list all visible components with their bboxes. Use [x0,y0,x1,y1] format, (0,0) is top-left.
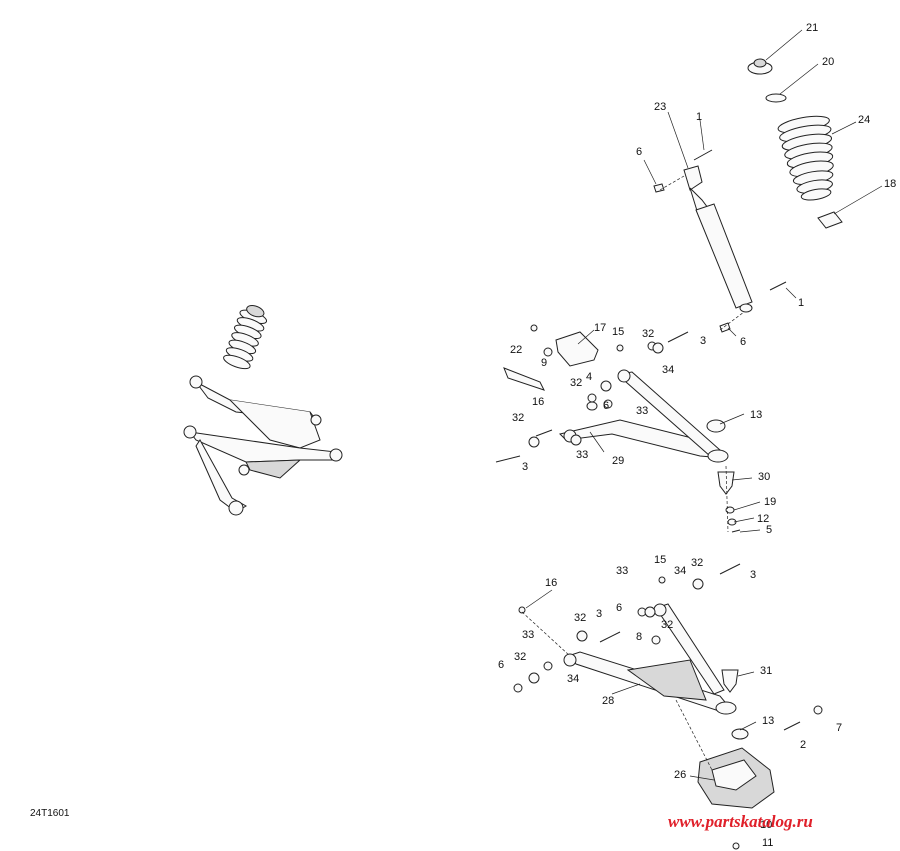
spring-and-shock-parts [653,58,843,333]
callout-32-lower-b: 32 [574,612,586,624]
callout-1-top: 1 [696,111,702,123]
callout-28: 28 [602,695,614,707]
callout-20: 20 [822,56,834,68]
callout-5: 5 [766,524,772,536]
callout-3-lower-b: 3 [596,608,602,620]
callout-15-lower: 15 [654,554,666,566]
callout-10: 10 [760,819,772,831]
callout-3-upper-a: 3 [700,335,706,347]
watermark: www.partskatalog.ru [668,812,813,831]
callout-34-upper: 34 [662,364,674,376]
callout-leaders [525,29,883,781]
callout-32-lower-c: 32 [661,619,673,631]
callout-2: 2 [800,739,806,751]
callout-31: 31 [760,665,772,677]
callout-22: 22 [510,344,522,356]
assembled-suspension-illustration [183,305,343,516]
diagram-code: 24T1601 [30,808,70,819]
callout-6-shock: 6 [740,336,746,348]
callout-3-lower-a: 3 [750,569,756,581]
callout-12: 12 [757,513,769,525]
callout-33-lower-b: 33 [522,629,534,641]
callout-3-upper-b: 3 [522,461,528,473]
callout-1-shock: 1 [798,297,804,309]
callout-17: 17 [594,322,606,334]
callout-15-upper: 15 [612,326,624,338]
callout-32-lower-d: 32 [514,651,526,663]
callout-30: 30 [758,471,770,483]
callout-21: 21 [806,22,818,34]
callout-23: 23 [654,101,666,113]
callout-4: 4 [586,371,592,383]
callout-labels: 21 20 24 18 23 1 6 1 6 17 15 32 3 22 9 4… [498,22,896,849]
callout-6-top: 6 [636,146,642,158]
callout-7: 7 [836,722,842,734]
callout-24: 24 [858,114,870,126]
callout-26: 26 [674,769,686,781]
callout-33-upper-a: 33 [636,405,648,417]
callout-13-lower: 13 [762,715,774,727]
callout-6-upper: 6 [603,400,609,412]
callout-34-lower-a: 34 [674,565,686,577]
callout-32-lower-a: 32 [691,557,703,569]
callout-6-lower-a: 6 [616,602,622,614]
callout-33-upper-b: 33 [576,449,588,461]
lower-a-arm-parts [513,563,823,850]
callout-33-lower-a: 33 [616,565,628,577]
callout-32-upper-b: 32 [570,377,582,389]
callout-16-upper: 16 [532,396,544,408]
callout-11: 11 [762,837,773,849]
callout-8: 8 [636,631,642,643]
callout-13-upper: 13 [750,409,762,421]
callout-34-lower-b: 34 [567,673,579,685]
callout-18: 18 [884,178,896,190]
callout-29: 29 [612,455,624,467]
callout-6-lower-b: 6 [498,659,504,671]
callout-32-upper-c: 32 [512,412,524,424]
callout-16-lower: 16 [545,577,557,589]
callout-32-upper-a: 32 [642,328,654,340]
upper-a-arm-parts [495,324,741,533]
callout-19: 19 [764,496,776,508]
callout-9: 9 [541,357,547,369]
